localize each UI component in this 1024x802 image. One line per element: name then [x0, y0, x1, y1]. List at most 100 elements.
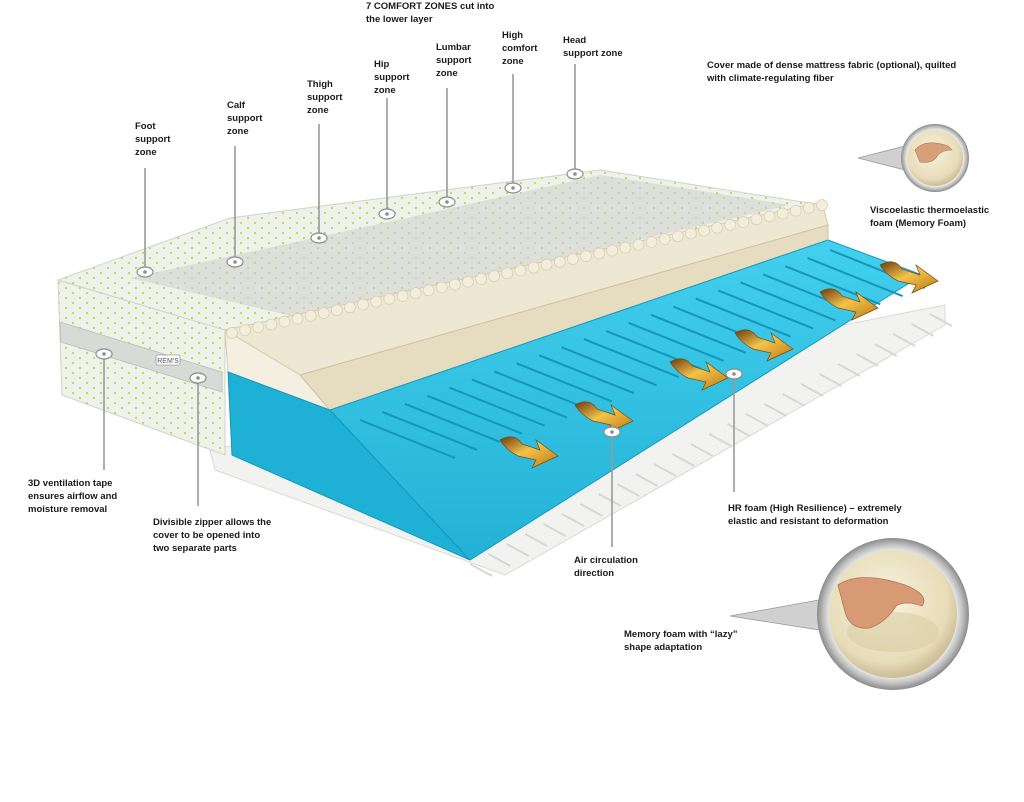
egg-crate-bump — [724, 219, 737, 231]
egg-crate-bump — [527, 261, 540, 274]
cover-rib — [708, 433, 732, 447]
egg-crate-bump — [462, 275, 474, 288]
cover-rib — [543, 523, 567, 537]
cover-rib — [911, 323, 935, 337]
pin-marker-dot — [573, 172, 577, 176]
egg-crate-bump — [514, 264, 527, 277]
egg-crate-bump — [357, 298, 369, 311]
hr-foam-slit — [650, 313, 747, 354]
cover-rib — [837, 363, 861, 377]
egg-crate-bump — [593, 247, 605, 260]
hr-foam-slit — [449, 386, 545, 427]
egg-crate-bump — [278, 315, 291, 328]
label-hip-zone: Hip support zone — [374, 59, 410, 96]
viscoelastic-lens — [857, 124, 969, 192]
cover-rib — [616, 483, 640, 497]
pin-marker-dot — [445, 200, 449, 204]
airflow-arrow-icon — [819, 288, 879, 321]
egg-crate-bump — [317, 307, 330, 319]
cover-rib — [635, 473, 659, 487]
egg-crate-bump — [475, 273, 487, 285]
airflow-arrow-icon — [734, 329, 794, 362]
egg-crate-bump — [540, 258, 553, 271]
label-viscoelastic-foam: Viscoelastic thermoelastic foam (Memory … — [870, 205, 990, 229]
egg-crate-bump — [488, 270, 501, 282]
egg-crate-bump — [265, 318, 278, 331]
egg-crate-bump — [304, 310, 317, 322]
cover-rib — [727, 423, 751, 437]
hr-foam-slit — [628, 321, 724, 362]
hr-foam-slit — [493, 370, 590, 411]
brand-tag-text: REM'S — [157, 358, 179, 365]
airflow-arrow-icon — [879, 261, 939, 294]
label-foot-zone: Foot support zone — [135, 121, 171, 158]
hr-foam-slit — [583, 338, 680, 378]
cover-rib — [800, 383, 824, 397]
pin-marker-dot — [102, 352, 106, 356]
cover-rib — [745, 413, 769, 427]
label-lumbar-zone: Lumbar support zone — [436, 42, 472, 79]
egg-crate-bump — [252, 321, 265, 334]
bottom-cover-ribs — [469, 313, 953, 577]
egg-crate-bump — [435, 281, 448, 294]
label-ventilation-tape: 3D ventilation tape ensures airflow and … — [28, 478, 118, 515]
egg-crate-bump — [776, 207, 789, 220]
egg-crate-bump — [449, 278, 461, 291]
egg-crate-bump — [671, 230, 684, 243]
cover-rib — [690, 443, 714, 457]
hr-foam-slit — [561, 346, 657, 387]
label-head-zone: Head support zone — [563, 35, 623, 59]
label-air-circulation: Air circulation direction — [574, 555, 638, 579]
hr-foam-slit — [516, 362, 613, 403]
cover-rib — [487, 553, 511, 567]
egg-crate-bump — [619, 241, 632, 254]
pin-marker-dot — [233, 260, 237, 264]
egg-crate-bump — [803, 201, 815, 214]
pin-marker-dot — [610, 430, 614, 434]
hr-foam-slit — [471, 378, 568, 419]
pin-marker-dot — [317, 236, 321, 240]
airflow-arrow-icon — [574, 401, 634, 434]
hr-foam-slit — [382, 410, 478, 451]
egg-crate-bump — [698, 224, 710, 237]
airflow-arrow-icon — [499, 436, 559, 469]
egg-crate-bump — [396, 290, 409, 302]
leader-lines — [95, 64, 743, 547]
egg-crate-bump — [226, 327, 238, 339]
hr-foam-slit — [538, 354, 635, 395]
egg-crate-bump — [383, 293, 396, 305]
egg-crate-bump — [658, 233, 671, 245]
pin-marker-dot — [143, 270, 147, 274]
egg-crate-bump — [763, 210, 776, 223]
cover-rib — [892, 333, 916, 347]
cover-rib — [653, 463, 677, 477]
egg-crate-profile — [226, 199, 828, 339]
egg-crate-bump — [553, 256, 566, 268]
egg-crate-bump — [331, 304, 343, 317]
hr-foam-slit — [404, 402, 501, 443]
label-calf-zone: Calf support zone — [227, 100, 263, 137]
label-high-comfort-zone: High comfort zone — [502, 30, 538, 67]
cover-rib — [524, 533, 548, 547]
label-hr-foam: HR foam (High Resilience) – extremely el… — [728, 503, 902, 527]
egg-crate-bump — [409, 287, 422, 300]
label-memory-foam-lazy: Memory foam with “lazy” shape adaptation — [624, 629, 738, 653]
egg-crate-bump — [239, 324, 251, 337]
egg-crate-bump — [816, 199, 828, 211]
pin-marker-dot — [732, 372, 736, 376]
label-thigh-zone: Thigh support zone — [307, 79, 343, 116]
egg-crate-bump — [750, 213, 763, 226]
cover-rib — [819, 373, 843, 387]
hr-foam-slit — [695, 297, 792, 338]
cover-rib — [671, 453, 695, 467]
hr-foam-slit — [359, 419, 456, 459]
cover-rib — [855, 353, 879, 367]
label-zipper: Divisible zipper allows the cover to be … — [153, 517, 272, 554]
memory-foam-lens — [729, 538, 969, 690]
label-cover: Cover made of dense mattress fabric (opt… — [707, 60, 957, 84]
egg-crate-bump — [344, 301, 356, 314]
hr-foam-slit — [717, 289, 814, 330]
egg-crate-bump — [580, 250, 592, 263]
